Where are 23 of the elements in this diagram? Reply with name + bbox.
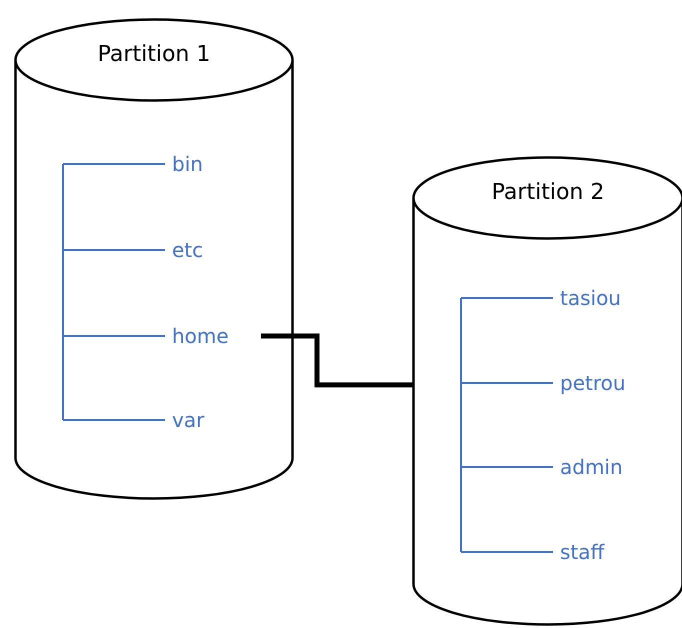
branch-line [63,249,165,251]
directory-name: admin [553,455,653,479]
directory-name: bin [165,152,255,176]
directory-name: var [165,408,255,432]
partition-title: Partition 1 [98,42,210,67]
directory-name: petrou [553,371,653,395]
partition-title: Partition 2 [492,180,604,205]
connector-line [261,334,413,388]
branch-line [63,419,165,421]
branch-line [461,382,553,384]
tree-line [62,164,64,420]
partition-cylinder [412,156,682,626]
directory-name: etc [165,238,255,262]
branch-line [461,551,553,553]
branch-line [63,163,165,165]
directory-name: home [165,324,261,348]
branch-line [461,466,553,468]
partition-cylinder [14,18,294,500]
directory-name: staff [553,540,653,564]
branch-line [63,335,165,337]
branch-line [461,297,553,299]
directory-name: tasiou [553,286,653,310]
tree-line [460,298,462,552]
